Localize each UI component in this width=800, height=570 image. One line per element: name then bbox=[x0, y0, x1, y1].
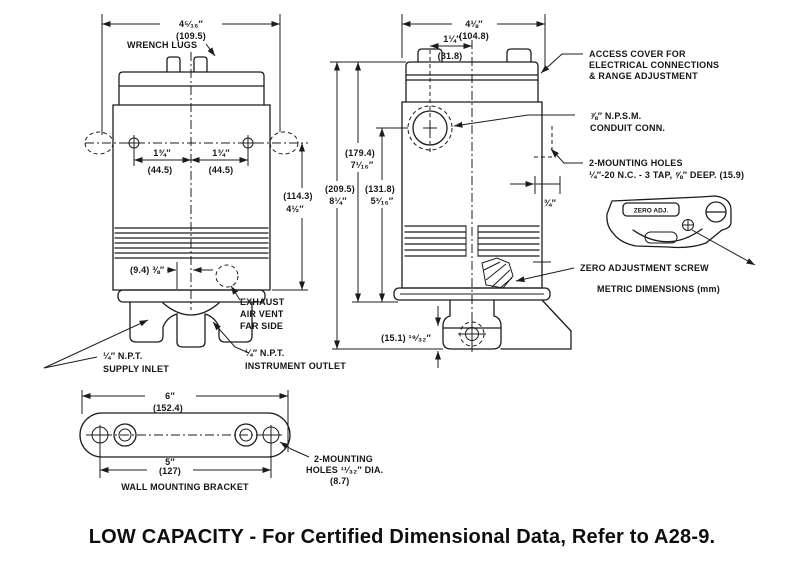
boss-left-mm: (44.5) bbox=[148, 165, 173, 175]
mount-l1: 2-MOUNTING HOLES bbox=[589, 158, 683, 168]
side-flange-foot bbox=[393, 261, 572, 350]
mounting-holes-label: 2-MOUNTING HOLES ¼″-20 N.C. - 3 TAP, ⅝″ … bbox=[550, 148, 744, 180]
lug-offset-in: 1¼″ bbox=[443, 34, 461, 44]
zero-adj-label: ZERO ADJUSTMENT SCREW bbox=[580, 263, 709, 273]
bracket-span-mm: (127) bbox=[159, 466, 181, 476]
front-base bbox=[117, 289, 266, 348]
boss-right-mm: (44.5) bbox=[209, 165, 234, 175]
front-height-dim: (114.3) 4½″ bbox=[272, 143, 313, 291]
supply-l1: ¼″ N.P.T. bbox=[103, 351, 142, 361]
front-width-in: 4⁵⁄₁₆″ bbox=[179, 19, 204, 29]
exhaust-l2: AIR VENT bbox=[240, 309, 284, 319]
h-conduit-in: 5³⁄₁₆″ bbox=[371, 196, 394, 206]
bracket-width-in: 6″ bbox=[165, 391, 175, 401]
bracket-span-dim: 5″ (127) bbox=[99, 444, 272, 478]
plate-screw-leader bbox=[691, 229, 756, 266]
side-width-mm: (104.8) bbox=[459, 31, 489, 41]
bracket-note-l1: 2-MOUNTING bbox=[314, 454, 373, 464]
h-conduit-mm: (131.8) bbox=[365, 184, 395, 194]
boss-left-in: 1¾″ bbox=[153, 148, 171, 158]
bracket-width-dim: 6″ (152.4) bbox=[81, 390, 289, 452]
h-upper-mm: (179.4) bbox=[345, 148, 375, 158]
access-l3: & RANGE ADJUSTMENT bbox=[589, 71, 698, 81]
bracket-holes bbox=[90, 423, 281, 447]
page-caption: LOW CAPACITY - For Certified Dimensional… bbox=[89, 526, 716, 548]
h-upper-in: 7¹⁄₁₆″ bbox=[351, 160, 374, 170]
zero-adj-detail-plate: ZERO ADJ. bbox=[606, 195, 756, 266]
front-height-mm: (114.3) bbox=[283, 191, 312, 201]
lug-offset-mm: (31.8) bbox=[438, 51, 463, 61]
metric-note: METRIC DIMENSIONS (mm) bbox=[597, 284, 720, 294]
conduit-l1: ⅞″ N.P.S.M. bbox=[590, 111, 641, 121]
supply-l2: SUPPLY INLET bbox=[103, 364, 169, 374]
front-boss-dims: 1¾″ (44.5) 1¾″ (44.5) bbox=[133, 148, 249, 175]
access-cover-label: ACCESS COVER FOR ELECTRICAL CONNECTIONS … bbox=[540, 49, 719, 81]
zero-adj-screw-on-body bbox=[481, 257, 514, 289]
offset-dim-text: ¾″ bbox=[544, 198, 557, 208]
h-total-mm: (209.5) bbox=[325, 184, 355, 194]
conduit-l2: CONDUIT CONN. bbox=[590, 123, 665, 133]
front-width-mm: (109.5) bbox=[176, 31, 206, 41]
instrument-outlet-label: ¼″ N.P.T. INSTRUMENT OUTLET bbox=[212, 321, 346, 371]
foot-height-dim: (15.1) ¹⁹⁄₃₂″ bbox=[381, 306, 441, 368]
bracket-note-l3: (8.7) bbox=[330, 476, 350, 486]
side-width-dim: 4⅛″ (104.8) bbox=[401, 14, 546, 66]
boss-right-in: 1¾″ bbox=[212, 148, 230, 158]
conduit-connection bbox=[407, 105, 453, 151]
access-l1: ACCESS COVER FOR bbox=[589, 49, 686, 59]
front-vent-dim: (9.4) ⅜″ bbox=[130, 262, 239, 289]
h-total-in: 8¼″ bbox=[329, 196, 347, 206]
zero-adj-label-group: ZERO ADJUSTMENT SCREW METRIC DIMENSIONS … bbox=[515, 263, 720, 294]
bracket-width-mm: (152.4) bbox=[153, 403, 183, 413]
wrench-lugs-leader bbox=[205, 43, 216, 57]
exhaust-l3: FAR SIDE bbox=[240, 321, 283, 331]
front-view: 4⁵⁄₁₆″ (109.5) WRENCH LUGS bbox=[43, 14, 346, 374]
front-height-in: 4½″ bbox=[286, 204, 304, 214]
vent-dim-text: (9.4) ⅜″ bbox=[130, 265, 165, 275]
outlet-l1: ¼″ N.P.T. bbox=[245, 348, 284, 358]
exhaust-label: EXHAUST AIR VENT FAR SIDE bbox=[230, 285, 285, 331]
plate-label: ZERO ADJ. bbox=[634, 208, 669, 215]
front-ribs bbox=[114, 227, 269, 259]
front-width-dim: 4⁵⁄₁₆″ (109.5) bbox=[101, 14, 281, 135]
foot-dim-text: (15.1) ¹⁹⁄₃₂″ bbox=[381, 333, 431, 343]
bracket-label: WALL MOUNTING BRACKET bbox=[121, 482, 249, 492]
lug-offset-dim: 1¼″ (31.8) bbox=[430, 34, 472, 61]
exhaust-l1: EXHAUST bbox=[240, 297, 285, 307]
mount-l2: ¼″-20 N.C. - 3 TAP, ⅝″ DEEP. (15.9) bbox=[589, 170, 744, 180]
outlet-l2: INSTRUMENT OUTLET bbox=[245, 361, 346, 371]
wall-mounting-bracket: 6″ (152.4) 5″ (127) WALL MOUNTING BRACKE… bbox=[79, 390, 383, 492]
conduit-label: ⅞″ N.P.S.M. CONDUIT CONN. bbox=[453, 111, 665, 133]
side-ribs bbox=[404, 225, 540, 257]
access-l2: ELECTRICAL CONNECTIONS bbox=[589, 60, 719, 70]
bracket-note-l2: HOLES ¹¹⁄₃₂″ DIA. bbox=[306, 465, 383, 475]
side-width-in: 4⅛″ bbox=[465, 19, 483, 29]
bracket-holes-note: 2-MOUNTING HOLES ¹¹⁄₃₂″ DIA. (8.7) bbox=[279, 441, 383, 486]
bracket-span-in: 5″ bbox=[165, 457, 175, 467]
side-height-dims: (179.4) 7¹⁄₁₆″ (209.5) 8¼″ (131.8) 5³⁄₁₆… bbox=[325, 61, 443, 350]
side-view: 4⅛″ (104.8) 1¼″ (31.8) bbox=[325, 14, 744, 368]
wrench-lugs-label: WRENCH LUGS bbox=[127, 40, 197, 50]
supply-inlet-label: ¼″ N.P.T. SUPPLY INLET bbox=[43, 319, 169, 374]
exhaust-vent-circle bbox=[215, 264, 239, 288]
hidden-hole-dim: ¾″ bbox=[510, 126, 561, 208]
